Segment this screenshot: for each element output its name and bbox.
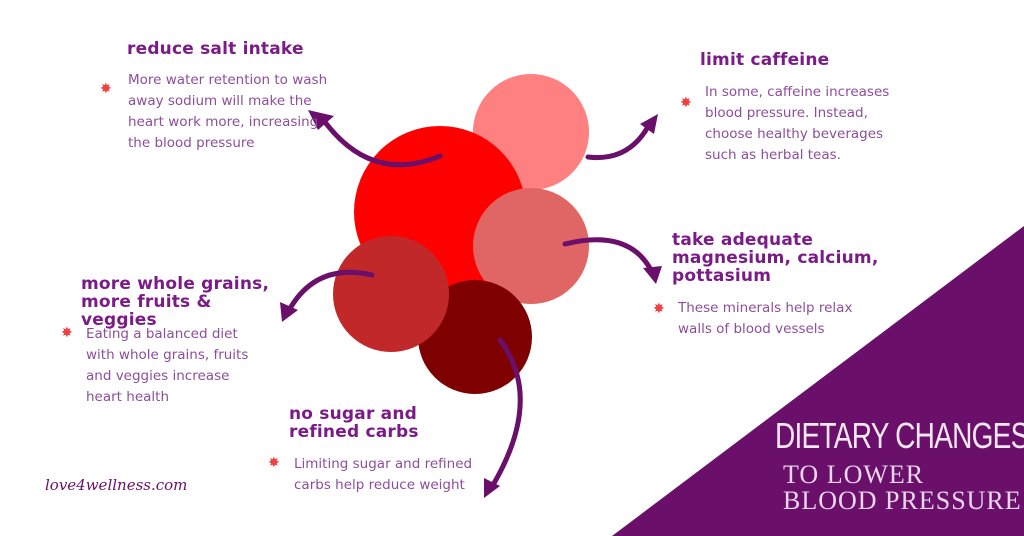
arrowhead-salt — [308, 110, 334, 130]
circle-grains — [333, 236, 449, 352]
text-caffeine: In some, caffeine increases blood pressu… — [705, 84, 890, 163]
heading-salt: reduce salt intake — [127, 39, 304, 59]
text-minerals: These minerals help relax walls of blood… — [678, 300, 853, 337]
starburst-icon: ✸ — [653, 301, 665, 317]
starburst-icon: ✸ — [100, 81, 112, 97]
logo: love4wellness.com — [45, 476, 188, 494]
heading-grains: more whole grains, more fruits & veggies — [81, 274, 270, 330]
arrow-minerals — [562, 237, 655, 275]
text-grains: Eating a balanced diet with whole grains… — [86, 326, 249, 405]
circle-minerals — [473, 188, 589, 304]
arrow-salt — [319, 115, 443, 168]
starburst-icon: ✸ — [61, 325, 73, 341]
heading-caffeine: limit caffeine — [700, 50, 830, 70]
arrowhead-grains — [280, 302, 298, 322]
title-main: DIETARY CHANGES — [775, 415, 1024, 456]
text-sugar: Limiting sugar and refined carbs help re… — [294, 456, 473, 493]
title-banner-triangle — [612, 226, 1024, 536]
arrow-grains — [285, 269, 375, 315]
arrow-sugar — [487, 337, 523, 493]
title-sub-1: TO LOWER — [783, 460, 925, 489]
arrowhead-sugar — [484, 478, 500, 498]
title-sub-2: BLOOD PRESSURE — [783, 486, 1022, 515]
arrow-caffeine — [585, 120, 653, 161]
starburst-icon: ✸ — [268, 455, 280, 471]
text-salt: More water retention to wash away sodium… — [128, 72, 328, 151]
starburst-icon: ✸ — [680, 95, 692, 111]
heading-sugar: no sugar and refined carbs — [289, 404, 419, 442]
arrowhead-minerals — [643, 266, 662, 284]
arrowhead-caffeine — [640, 114, 658, 134]
heading-minerals: take adequate magnesium, calcium, pottas… — [672, 230, 879, 286]
